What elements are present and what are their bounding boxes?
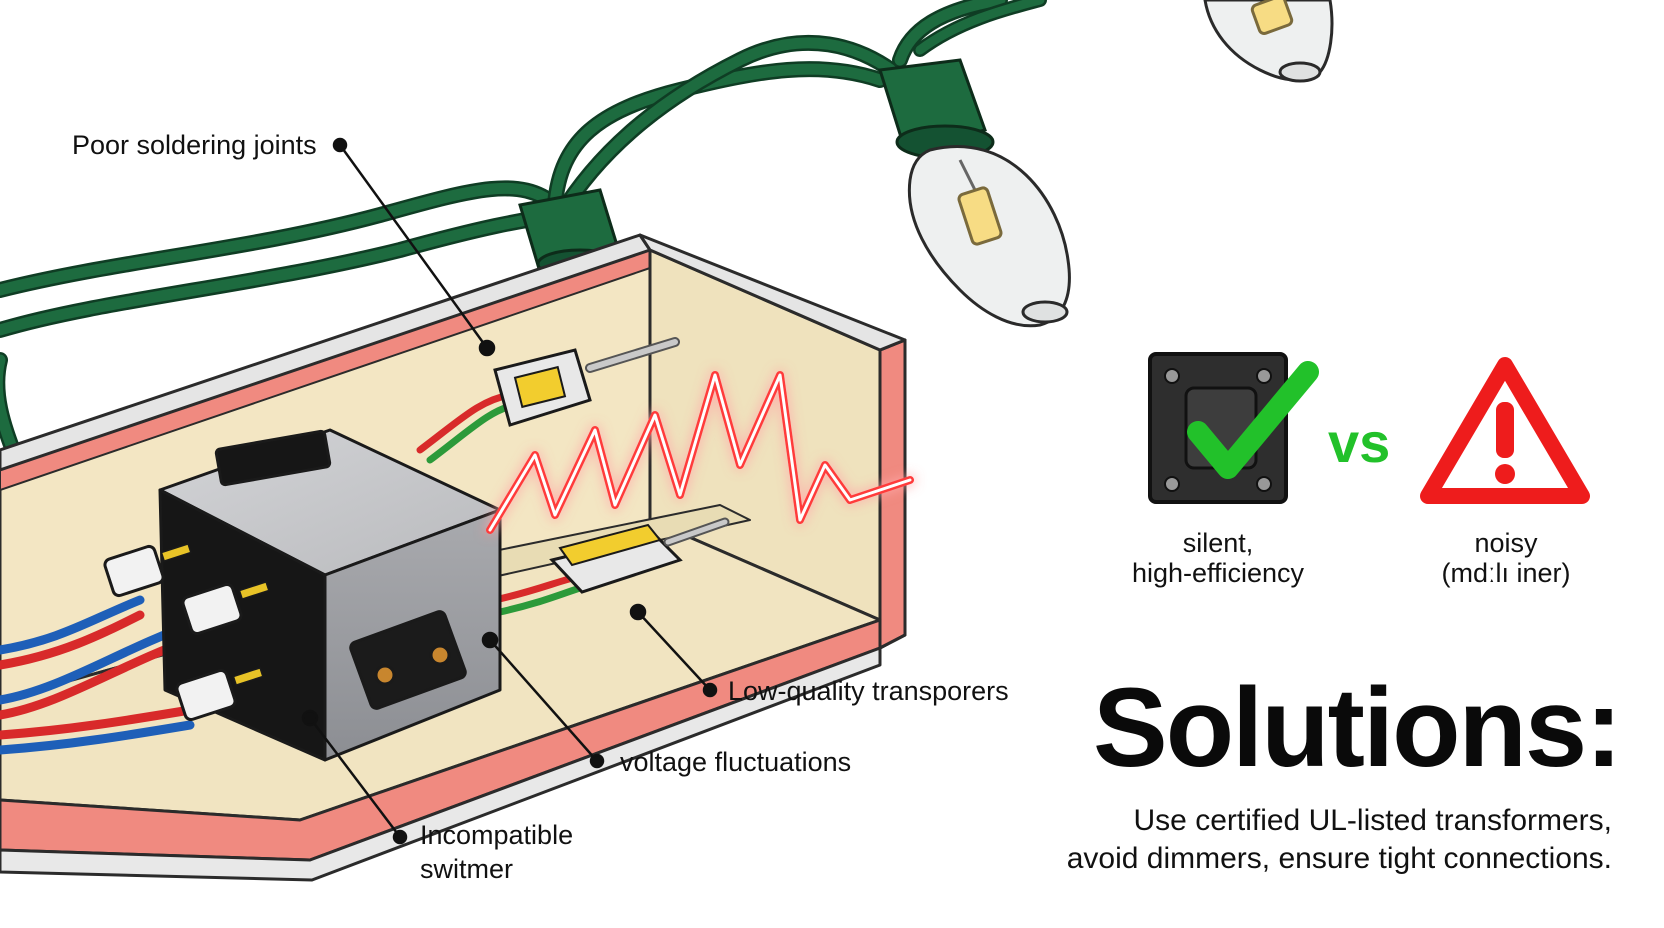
solutions-line-2: avoid dimmers, ensure tight connections.: [1066, 842, 1612, 875]
check-mark-icon: [1187, 361, 1319, 479]
silent-transformer-icon: [1148, 352, 1288, 504]
warning-triangle-icon: [1420, 357, 1590, 504]
led-module-upper: [493, 337, 680, 427]
caption-noisy-detail: (mdːlı iner): [1441, 558, 1571, 588]
light-bulb-right: [907, 145, 1071, 328]
bulb-socket-right: [878, 58, 995, 160]
label-poor-soldering: Poor soldering joints: [72, 130, 317, 160]
callout-lines: [301, 137, 718, 845]
solutions-text: Use certified UL-listed transformers, av…: [972, 802, 1612, 878]
label-switmer: switmer: [420, 854, 513, 884]
caption-silent: silent,: [1182, 528, 1254, 558]
label-voltage-fluctuations: voltage fluctuations: [620, 747, 852, 777]
label-low-quality-transporters: Low-quality transporers: [728, 676, 1009, 706]
caption-high-efficiency: high-efficiency: [1131, 558, 1305, 588]
label-incompatible: Incompatible: [420, 820, 574, 850]
transformer-box: [103, 428, 502, 762]
light-bulb-top: [1203, 0, 1334, 83]
led-module-lower: [549, 517, 730, 594]
solutions-title: Solutions:: [1093, 665, 1622, 790]
noise-waveform: [486, 371, 914, 534]
caption-noisy: noisy: [1474, 528, 1538, 558]
vs-label: vs: [1328, 411, 1391, 474]
solutions-line-1: Use certified UL-listed transformers,: [1133, 804, 1612, 837]
